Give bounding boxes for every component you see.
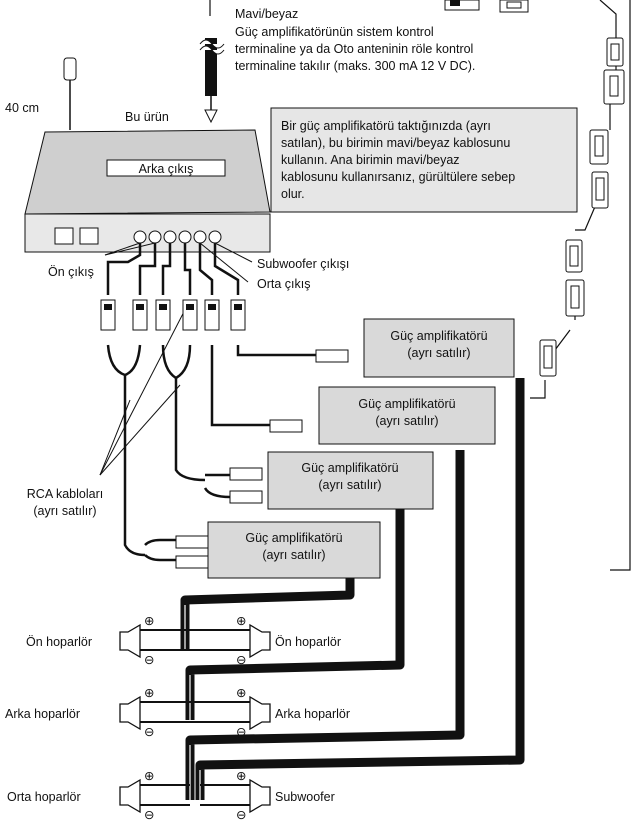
minus-icon: ⊖ [144, 808, 154, 822]
front-output-label: Ön çıkış [48, 265, 94, 279]
plus-icon: ⊕ [236, 769, 246, 783]
subwoofer-output-label: Subwoofer çıkışı [257, 257, 349, 271]
info-line-3: kullanın. Ana birimin mavi/beyaz [281, 153, 460, 167]
minus-icon: ⊖ [144, 653, 154, 667]
speaker-rear-right: Arka hoparlör [275, 707, 350, 721]
minus-icon: ⊖ [236, 725, 246, 739]
plus-icon: ⊕ [236, 614, 246, 628]
rca-label-2: (ayrı satılır) [33, 504, 96, 518]
rca-label-1: RCA kabloları [27, 487, 103, 501]
rear-output-label: Arka çıkış [139, 162, 194, 176]
amp-3-note: (ayrı satılır) [318, 478, 381, 492]
info-line-5: olur. [281, 187, 305, 201]
speaker-leads [140, 629, 255, 806]
top-connectors [444, 0, 625, 377]
polarity-marks: ⊕ ⊖ ⊕ ⊖ ⊕ ⊖ ⊕ ⊖ ⊕ ⊖ ⊕ ⊖ [144, 614, 246, 822]
speaker-center: Orta hoparlör [7, 790, 81, 804]
plus-icon: ⊕ [144, 686, 154, 700]
antenna-length: 40 cm [5, 101, 39, 115]
center-output-label: Orta çıkış [257, 277, 310, 291]
wire-break [199, 38, 225, 124]
info-line-4: kablosunu kullanırsanız, gürültülere seb… [281, 170, 515, 184]
minus-icon: ⊖ [236, 808, 246, 822]
info-box [270, 107, 578, 213]
info-line-1: Bir güç amplifikatörü taktığınızda (ayrı [281, 119, 491, 133]
speaker-front-right: Ön hoparlör [275, 635, 341, 649]
amplifier-box-1 [363, 318, 515, 378]
amp-2-name: Güç amplifikatörü [358, 397, 455, 411]
plus-icon: ⊕ [236, 686, 246, 700]
info-line-2: satılan), bu birimin mavi/beyaz kablosun… [281, 136, 510, 150]
plus-icon: ⊕ [144, 614, 154, 628]
speaker-front-left: Ön hoparlör [26, 635, 92, 649]
rca-cables [106, 243, 320, 562]
amplifier-box-2 [318, 386, 496, 445]
amp-4-name: Güç amplifikatörü [245, 531, 342, 545]
speaker-subwoofer: Subwoofer [275, 790, 335, 804]
amp-1-name: Güç amplifikatörü [390, 329, 487, 343]
note-line-1: Güç amplifikatörünün sistem kontrol [235, 25, 434, 39]
minus-icon: ⊖ [236, 653, 246, 667]
plus-icon: ⊕ [144, 769, 154, 783]
note-line-3: terminaline takılır (maks. 300 mA 12 V D… [235, 59, 475, 73]
product-unit [24, 57, 271, 253]
speaker-rear-left: Arka hoparlör [5, 707, 80, 721]
amp-3-name: Güç amplifikatörü [301, 461, 398, 475]
amp-4-note: (ayrı satılır) [262, 548, 325, 562]
amp-2-note: (ayrı satılır) [375, 414, 438, 428]
note-title: Mavi/beyaz [235, 7, 298, 21]
minus-icon: ⊖ [144, 725, 154, 739]
note-line-2: terminaline ya da Oto anteninin röle kon… [235, 42, 473, 56]
amplifier-box-3 [267, 451, 434, 510]
amplifier-box-4 [207, 521, 381, 579]
product-label: Bu ürün [125, 110, 169, 124]
speaker-icons [119, 623, 271, 814]
amp-1-note: (ayrı satılır) [407, 346, 470, 360]
